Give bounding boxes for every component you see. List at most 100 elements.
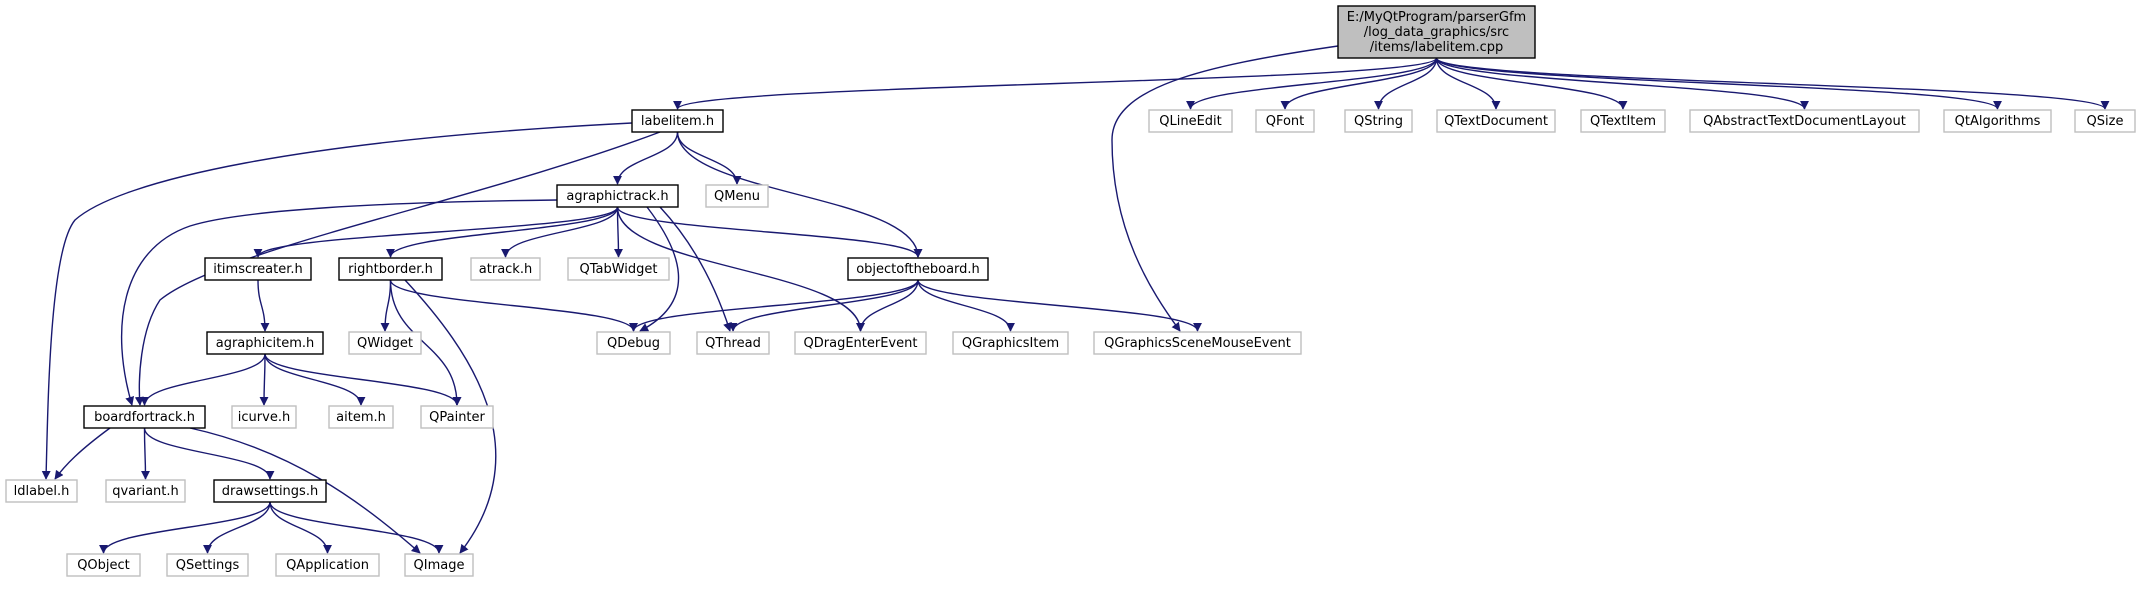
node-objectoftheboard-h[interactable]: objectoftheboard.h: [847, 257, 989, 281]
node-box: [404, 553, 474, 577]
node-qtextitem: QTextItem: [1580, 109, 1666, 133]
edge-drawsettings-h-to-qobject: [99, 501, 271, 554]
node-box: [66, 553, 141, 577]
node-labelitem-h[interactable]: labelitem.h: [631, 109, 724, 133]
node-box: [705, 184, 769, 208]
node-label: QMenu: [714, 189, 760, 204]
edge-rightborder-h-to-qwidget: [380, 279, 392, 332]
node-label: atrack.h: [479, 262, 532, 277]
node-label: /log_data_graphics/src: [1364, 25, 1509, 40]
node-qvariant-h: qvariant.h: [105, 479, 186, 503]
node-qsize: QSize: [2074, 109, 2136, 133]
node-label: E:/MyQtProgram/parserGfm: [1347, 10, 1526, 25]
node-drawsettings-h[interactable]: drawsettings.h: [213, 479, 327, 503]
edge-agraphictrack-h-to-atrack-h: [501, 206, 619, 258]
edge-labelitem-h-to-agraphictrack-h: [613, 131, 679, 185]
edge-root-to-qsize: [1435, 57, 2110, 110]
edge-root-to-qtalgorithms: [1435, 57, 2002, 110]
node-label: ldlabel.h: [14, 484, 70, 499]
edge-root-to-labelitem-h: [673, 57, 1438, 110]
edge-agraphicitem-h-to-boardfortrack-h: [140, 353, 266, 406]
node-box: [596, 331, 671, 355]
edge-drawsettings-h-to-qsettings: [203, 501, 271, 554]
edge-root-to-qtextdocument: [1435, 57, 1501, 110]
node-label: QTextItem: [1590, 114, 1656, 129]
node-box: [470, 257, 541, 281]
node-label: QWidget: [357, 336, 413, 351]
edge-boardfortrack-h-to-qvariant-h: [140, 427, 150, 480]
node-box: [1580, 109, 1666, 133]
edge-agraphictrack-h-to-boardfortrack-h: [120, 199, 558, 406]
node-box: [420, 405, 494, 429]
edge-agraphictrack-h-to-qthread: [659, 206, 732, 332]
node-box: [1148, 109, 1233, 133]
edge-boardfortrack-h-to-qimage: [189, 427, 421, 554]
node-box: [631, 109, 724, 133]
node-box: [567, 257, 670, 281]
node-qdebug: QDebug: [596, 331, 671, 355]
edge-objectoftheboard-h-to-qgraphicsitem: [917, 279, 1015, 332]
node-label: QString: [1354, 114, 1403, 129]
node-box: [1344, 109, 1413, 133]
node-label: QtAlgorithms: [1955, 114, 2041, 129]
node-label: /items/labelitem.cpp: [1370, 40, 1504, 55]
node-qpainter: QPainter: [420, 405, 494, 429]
node-label: agraphictrack.h: [566, 189, 668, 204]
edge-root-to-qgraphicsscenemouseevent: [1111, 45, 1339, 332]
edge-rightborder-h-to-qimage: [404, 279, 497, 554]
node-label: boardfortrack.h: [94, 410, 195, 425]
node-box: [83, 405, 206, 429]
edge-root-to-qfont: [1280, 57, 1438, 110]
node-box: [231, 405, 297, 429]
node-qtalgorithms: QtAlgorithms: [1943, 109, 2052, 133]
node-qimage: QImage: [404, 553, 474, 577]
node-box: [952, 331, 1069, 355]
edge-agraphictrack-h-to-qdragenterevent: [616, 206, 865, 332]
edge-objectoftheboard-h-to-qdragenterevent: [856, 279, 919, 332]
edge-labelitem-h-to-qmenu: [676, 131, 742, 185]
node-agraphicitem-h[interactable]: agraphicitem.h: [206, 331, 324, 355]
node-root[interactable]: E:/MyQtProgram/parserGfm/log_data_graphi…: [1337, 5, 1536, 59]
node-label: QGraphicsItem: [962, 336, 1059, 351]
node-box: [348, 331, 422, 355]
node-qgraphicsscenemouseevent: QGraphicsSceneMouseEvent: [1093, 331, 1302, 355]
node-box: [328, 405, 394, 429]
edge-agraphictrack-h-to-rightborder-h: [386, 206, 619, 258]
node-label: QPainter: [429, 410, 485, 425]
node-label: QAbstractTextDocumentLayout: [1703, 114, 1906, 129]
node-qabstracttextdocumentlayout: QAbstractTextDocumentLayout: [1689, 109, 1920, 133]
node-boardfortrack-h[interactable]: boardfortrack.h: [83, 405, 206, 429]
edge-agraphicitem-h-to-icurve-h: [259, 353, 269, 406]
node-agraphictrack-h[interactable]: agraphictrack.h: [556, 184, 679, 208]
node-box: [556, 184, 679, 208]
edge-agraphicitem-h-to-aitem-h: [264, 353, 366, 406]
node-box: [166, 553, 249, 577]
node-aitem-h: aitem.h: [328, 405, 394, 429]
edge-drawsettings-h-to-qimage: [269, 501, 444, 554]
edge-agraphictrack-h-to-objectoftheboard-h: [616, 206, 923, 258]
edge-objectoftheboard-h-to-qdebug: [629, 279, 919, 332]
edge-itimscreater-h-to-agraphicitem-h: [257, 279, 270, 332]
node-box: [1943, 109, 2052, 133]
node-box: [1436, 109, 1556, 133]
node-qwidget: QWidget: [348, 331, 422, 355]
node-box: [105, 479, 186, 503]
edge-root-to-qlineedit: [1186, 57, 1438, 110]
node-atrack-h: atrack.h: [470, 257, 541, 281]
node-label: labelitem.h: [641, 114, 714, 129]
edge-agraphicitem-h-to-qpainter: [264, 353, 462, 406]
edge-boardfortrack-h-to-ldlabel-h: [54, 427, 111, 480]
edge-root-to-qabstracttextdocumentlayout: [1435, 57, 1809, 110]
node-box: [5, 479, 78, 503]
node-label: QTabWidget: [579, 262, 657, 277]
edge-objectoftheboard-h-to-qthread: [728, 279, 919, 332]
node-box: [847, 257, 989, 281]
node-itimscreater-h[interactable]: itimscreater.h: [204, 257, 312, 281]
node-box: [1337, 5, 1536, 59]
node-rightborder-h[interactable]: rightborder.h: [338, 257, 443, 281]
edge-rightborder-h-to-qpainter: [389, 279, 462, 406]
node-label: QTextDocument: [1444, 114, 1548, 129]
node-box: [213, 479, 327, 503]
node-box: [338, 257, 443, 281]
